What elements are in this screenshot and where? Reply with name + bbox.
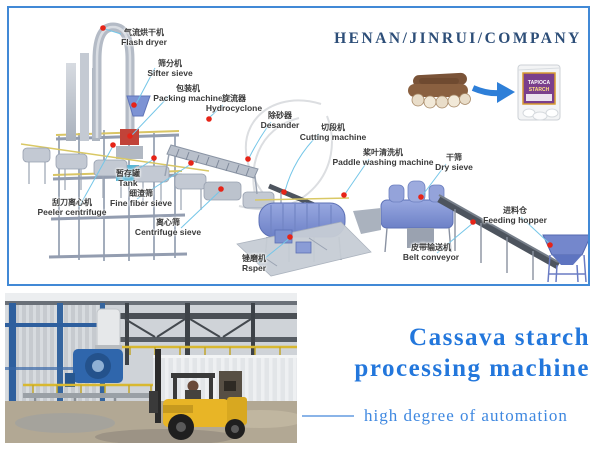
label-feeding-hopper-cn: 进料仓 xyxy=(503,206,527,215)
label-hydrocyclone-cn: 旋流器 xyxy=(222,94,246,103)
label-feeding-hopper-en: Feeding hopper xyxy=(483,215,547,226)
label-sifter-sieve-cn: 筛分机 xyxy=(158,59,182,68)
process-flow-diagram: TAPIOCA STARCH xyxy=(7,6,590,286)
label-desander-cn: 除砂器 xyxy=(268,111,292,120)
label-cutting-machine-en: Cutting machine xyxy=(299,132,367,143)
label-feeding-hopper: 进料仓 Feeding hopper xyxy=(483,206,547,225)
factory-photo xyxy=(5,293,297,443)
label-sifter-sieve: 筛分机 Sifter sieve xyxy=(147,59,192,78)
label-belt-conveyor-en: Belt conveyor xyxy=(402,252,460,263)
label-dry-sieve-en: Dry sieve xyxy=(435,162,473,173)
product-title-line2: processing machine xyxy=(354,355,590,383)
factory-photo-illustration xyxy=(5,293,297,443)
label-hydrocyclone: 旋流器 Hydrocyclone xyxy=(206,94,262,113)
product-title: Cassava starch processing machine xyxy=(298,322,598,385)
label-packing-machine-en: Packing machine xyxy=(153,93,223,104)
label-rasper-cn: 锉磨机 xyxy=(242,254,266,263)
starch-package-image: TAPIOCA STARCH xyxy=(517,64,561,121)
label-tank: 暂存罐 Tank xyxy=(116,169,140,188)
factory-floor xyxy=(5,401,297,443)
package-text-1: TAPIOCA xyxy=(528,80,551,86)
belt-conveyor xyxy=(437,194,560,280)
process-arrow-icon xyxy=(471,82,515,103)
label-paddle-washing-machine: 桨叶清洗机 Paddle washing machine xyxy=(332,148,433,167)
cassava-roots-image xyxy=(408,72,471,109)
company-name: HENAN/JINRUI/COMPANY xyxy=(334,30,582,47)
label-desander-en: Desander xyxy=(260,120,300,131)
label-rasper-en: Rsper xyxy=(241,263,267,274)
tagline: high degree of automation xyxy=(302,406,598,426)
label-flash-dryer: 气流烘干机 Flash dryer xyxy=(121,28,167,47)
machine-markers xyxy=(100,25,553,248)
label-tank-en: Tank xyxy=(118,178,138,189)
hydrocyclone-trough xyxy=(164,144,259,195)
label-tank-cn: 暂存罐 xyxy=(116,169,140,178)
tank-and-machine xyxy=(65,308,123,387)
label-sifter-sieve-en: Sifter sieve xyxy=(147,68,193,79)
label-peeler-centrifuge-en: Peeler centrifuge xyxy=(37,207,107,218)
leader-lines xyxy=(78,28,551,264)
label-desander: 除砂器 Desander xyxy=(261,111,300,130)
label-fine-fiber-sieve-cn: 细渣筛 xyxy=(128,189,153,198)
label-dry-sieve-cn: 干筛 xyxy=(446,153,462,162)
package-text-2: STARCH xyxy=(529,87,550,93)
label-dry-sieve: 干筛 Dry sieve xyxy=(435,153,473,172)
label-fine-fiber-sieve: 细渣筛 Fine fiber sieve xyxy=(110,189,172,208)
label-packing-machine-cn: 包装机 xyxy=(175,84,200,93)
dash-line xyxy=(302,415,354,417)
feeding-hopper xyxy=(542,234,588,283)
tagline-text: high degree of automation xyxy=(364,406,568,425)
label-centrifuge-sieve-cn: 离心筛 xyxy=(155,218,180,227)
label-belt-conveyor: 皮带输送机 Belt conveyor xyxy=(403,243,459,262)
dry-sieve-machine xyxy=(353,180,454,253)
label-peeler-centrifuge-cn: 刮刀离心机 xyxy=(51,198,92,207)
label-centrifuge-sieve-en: Centrifuge sieve xyxy=(134,227,202,238)
label-packing-machine: 包装机 Packing machine xyxy=(153,84,222,103)
label-hydrocyclone-en: Hydrocyclone xyxy=(205,103,263,114)
label-cutting-machine: 切段机 Cutting machine xyxy=(300,123,367,142)
label-fine-fiber-sieve-en: Fine fiber sieve xyxy=(110,198,172,209)
label-flash-dryer-cn: 气流烘干机 xyxy=(123,28,164,37)
label-paddle-washing-machine-cn: 桨叶清洗机 xyxy=(363,148,403,157)
label-rasper: 锉磨机 Rsper xyxy=(242,254,266,273)
label-flash-dryer-en: Flash dryer xyxy=(121,37,167,48)
label-belt-conveyor-cn: 皮带输送机 xyxy=(411,243,451,252)
flash-dryer-tower xyxy=(48,22,188,261)
forklift xyxy=(149,349,247,440)
label-paddle-washing-machine-en: Paddle washing machine xyxy=(332,157,434,168)
machinery-illustration: TAPIOCA STARCH xyxy=(20,22,588,283)
product-title-line1: Cassava starch xyxy=(409,324,590,351)
label-cutting-machine-cn: 切段机 xyxy=(321,123,345,132)
label-centrifuge-sieve: 离心筛 Centrifuge sieve xyxy=(135,218,201,237)
label-peeler-centrifuge: 刮刀离心机 Peeler centrifuge xyxy=(38,198,107,217)
